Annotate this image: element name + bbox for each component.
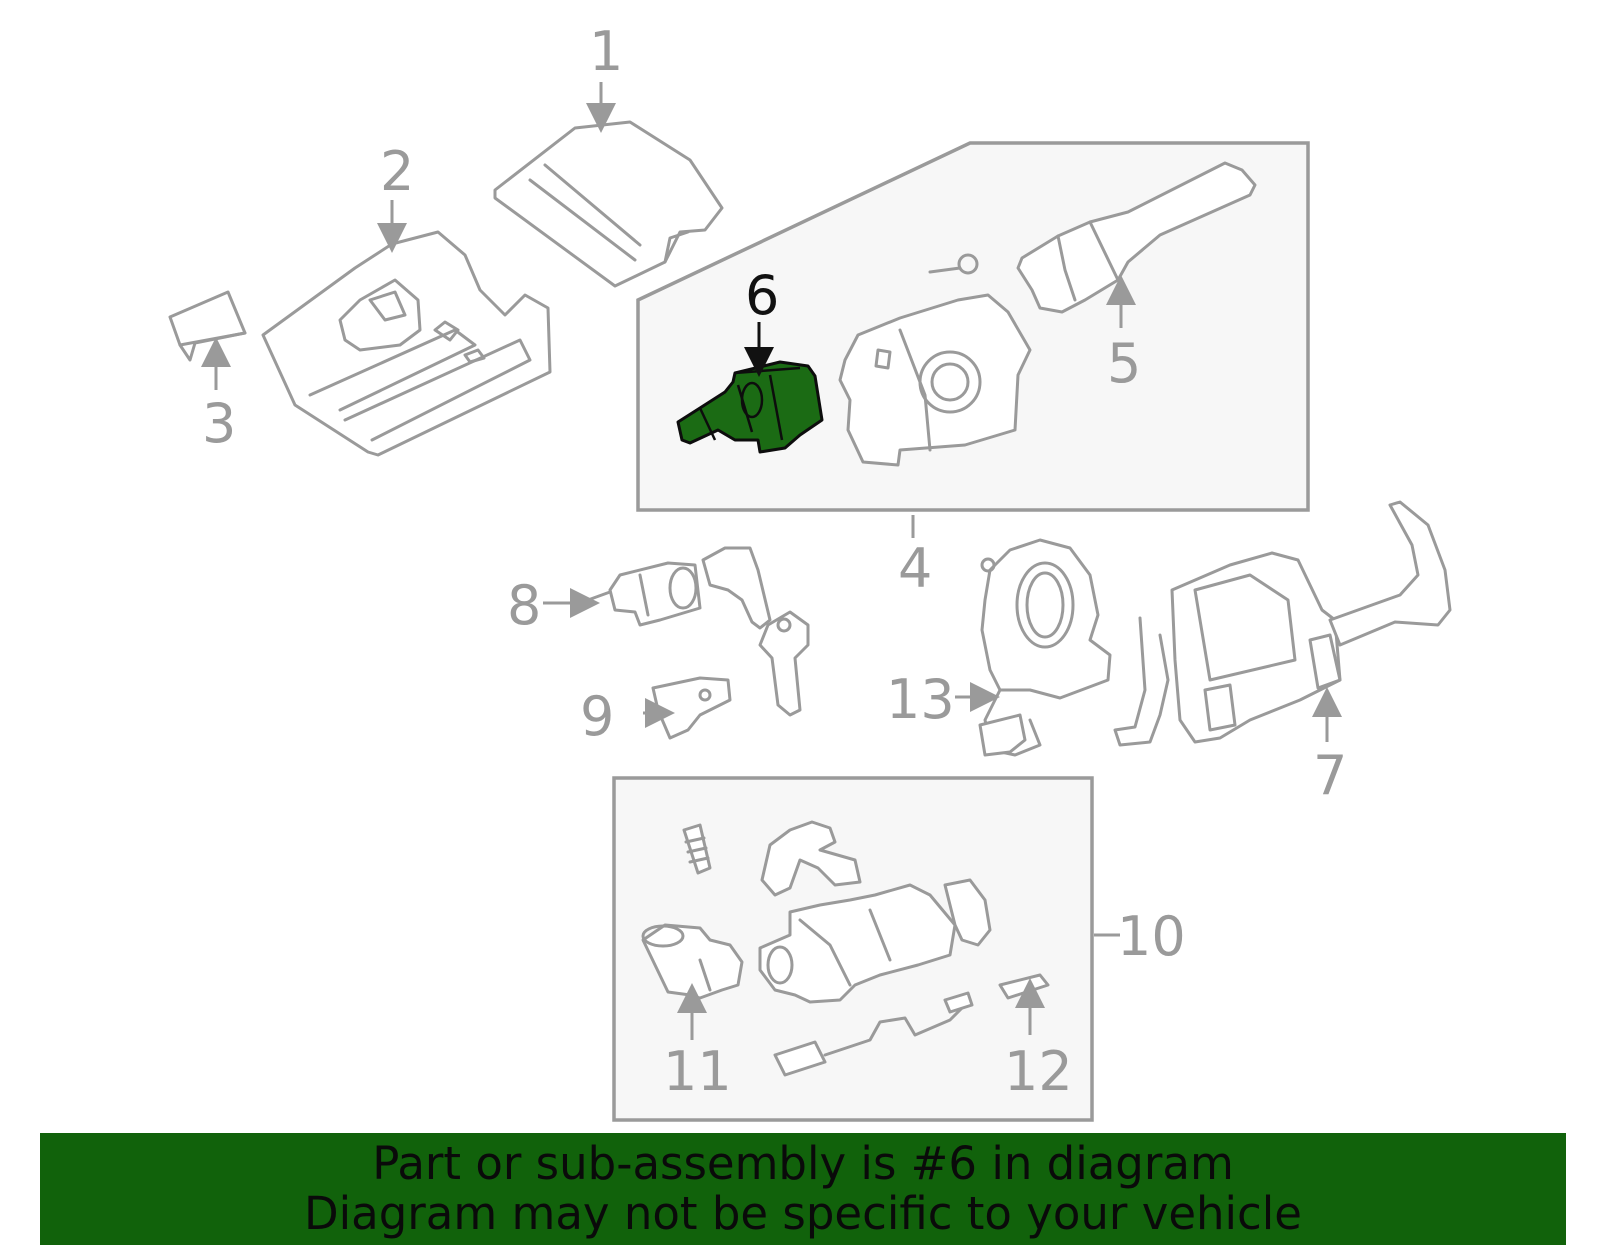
info-banner: Part or sub-assembly is #6 in diagram Di…	[40, 1133, 1566, 1245]
part-13-clock-spring[interactable]	[978, 538, 1112, 757]
callout-5: 5	[1107, 332, 1141, 395]
callout-10: 10	[1117, 905, 1186, 968]
callout-4: 4	[898, 537, 932, 600]
part-8-lock-cylinder[interactable]	[586, 561, 702, 627]
callout-1: 1	[589, 20, 623, 83]
callout-3: 3	[202, 392, 236, 455]
ignition-switch-harness[interactable]	[773, 991, 974, 1077]
ignition-keys[interactable]	[701, 546, 810, 717]
callout-8: 8	[507, 574, 541, 637]
callout-12: 12	[1004, 1040, 1073, 1103]
callout-7: 7	[1313, 744, 1347, 807]
callout-11: 11	[663, 1040, 732, 1103]
leader-lines	[201, 82, 1342, 1040]
part-1-upper-column-cover[interactable]	[493, 120, 724, 288]
steering-lock-body[interactable]	[758, 820, 992, 1004]
banner-line-disclaimer: Diagram may not be specific to your vehi…	[304, 1187, 1302, 1240]
part-7-switch-bracket[interactable]	[1113, 500, 1452, 747]
part-9-key-tag[interactable]	[651, 676, 732, 740]
part-3-clip[interactable]	[168, 290, 247, 362]
part-2-lower-column-cover[interactable]	[261, 230, 552, 457]
callout-9: 9	[580, 685, 614, 748]
banner-line-part: Part or sub-assembly is #6 in diagram	[372, 1137, 1234, 1190]
bolt[interactable]	[682, 823, 712, 875]
part-5-wiper-switch[interactable]	[1016, 161, 1257, 314]
callout-6: 6	[745, 264, 779, 327]
combination-switch-body[interactable]	[838, 293, 1032, 467]
callout-2: 2	[380, 140, 414, 203]
callout-13: 13	[886, 668, 955, 731]
screw[interactable]	[928, 253, 979, 275]
